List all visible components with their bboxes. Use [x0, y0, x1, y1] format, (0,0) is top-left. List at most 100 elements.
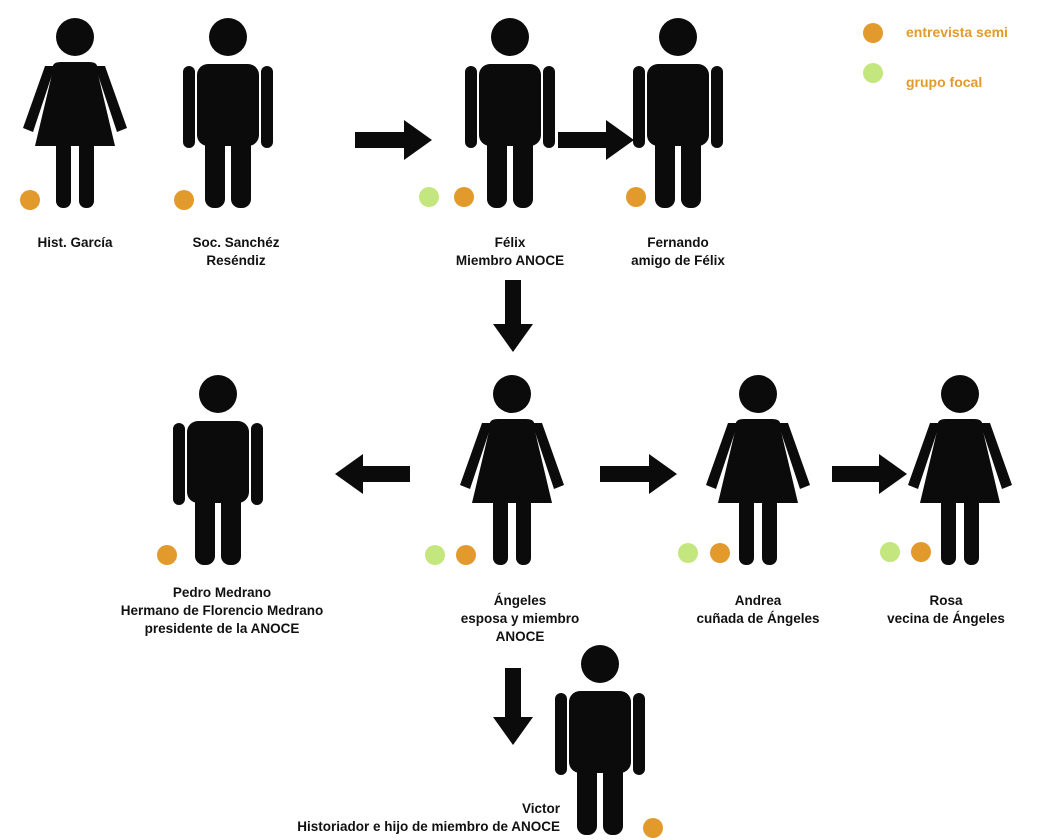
person-label-line: Reséndiz: [206, 253, 266, 268]
head: [941, 375, 979, 413]
right-arm: [778, 423, 810, 489]
arrow-angeles-to-andrea: [600, 454, 677, 494]
arrow-angeles-to-victor: [493, 668, 533, 745]
dots-layer: [20, 187, 931, 838]
legend-focus_group-label: grupo focal: [906, 74, 983, 90]
person-label-line: ANOCE: [495, 629, 545, 644]
person-victor-male-icon: [555, 645, 645, 835]
legend: [863, 23, 883, 83]
dress: [35, 62, 115, 146]
person-label-line: esposa y miembro: [460, 611, 580, 626]
head: [491, 18, 529, 56]
head: [493, 375, 531, 413]
person-label-line: amigo de Félix: [631, 253, 725, 268]
right-arm: [95, 66, 127, 132]
person-label-line: Félix: [494, 235, 526, 250]
person-angeles-female-icon: [460, 375, 564, 565]
person-label-line: Hist. García: [37, 235, 113, 250]
arrows-layer: [335, 120, 907, 745]
left-leg: [577, 763, 597, 835]
torso: [479, 64, 541, 146]
dress: [718, 419, 798, 503]
right-arm: [633, 693, 645, 775]
right-leg: [513, 136, 533, 208]
right-arm: [980, 423, 1012, 489]
person-label-line: Andrea: [734, 593, 782, 608]
left-arm: [460, 423, 492, 489]
left-arm: [633, 66, 645, 148]
figures-layer: [23, 18, 1012, 835]
person-label-line: Victor: [521, 801, 560, 816]
left-arm: [23, 66, 55, 132]
person-garcia-female-icon: [23, 18, 127, 208]
right-leg: [221, 493, 241, 565]
person-label-line: Hermano de Florencio Medrano: [120, 603, 324, 618]
right-arm: [711, 66, 723, 148]
head: [739, 375, 777, 413]
right-leg: [79, 140, 94, 208]
left-leg: [739, 497, 754, 565]
head: [659, 18, 697, 56]
right-leg: [516, 497, 531, 565]
dress: [472, 419, 552, 503]
legend-interview-dot: [863, 23, 883, 43]
person-label-line: presidente de la ANOCE: [144, 621, 300, 636]
person-andrea-female-icon: [706, 375, 810, 565]
person-felix-male-icon: [465, 18, 555, 208]
person-pedro-male-icon: [173, 375, 263, 565]
interview-dot-felix: [454, 187, 474, 207]
left-arm: [465, 66, 477, 148]
focus-group-dot-rosa: [880, 542, 900, 562]
right-arm: [261, 66, 273, 148]
right-arm: [251, 423, 263, 505]
right-leg: [681, 136, 701, 208]
interview-dot-rosa: [911, 542, 931, 562]
interview-dot-sanchez: [174, 190, 194, 210]
arrow-felix-to-fernando: [558, 120, 634, 160]
right-arm: [532, 423, 564, 489]
arrow-andrea-to-rosa: [832, 454, 907, 494]
person-label-line: Miembro ANOCE: [455, 253, 565, 268]
left-arm: [183, 66, 195, 148]
focus-group-dot-andrea: [678, 543, 698, 563]
left-arm: [908, 423, 940, 489]
left-arm: [173, 423, 185, 505]
interview-dot-angeles: [456, 545, 476, 565]
person-label-line: Soc. Sanchéz: [192, 235, 280, 250]
interview-dot-garcia: [20, 190, 40, 210]
head: [581, 645, 619, 683]
left-leg: [56, 140, 71, 208]
left-arm: [555, 693, 567, 775]
person-label-garcia: Hist. García: [37, 234, 112, 252]
right-leg: [231, 136, 251, 208]
person-sanchez-male-icon: [183, 18, 273, 208]
legend-interview-label: entrevista semi: [906, 24, 1008, 40]
person-fernando-male-icon: [633, 18, 723, 208]
person-label-line: Ángeles: [493, 593, 547, 608]
interview-dot-victor: [643, 818, 663, 838]
left-leg: [655, 136, 675, 208]
arrow-sanchez-to-felix: [355, 120, 432, 160]
focus-group-dot-felix: [419, 187, 439, 207]
focus-group-dot-angeles: [425, 545, 445, 565]
torso: [197, 64, 259, 146]
interview-dot-pedro: [157, 545, 177, 565]
legend-focus_group-dot: [863, 63, 883, 83]
arrow-angeles-to-pedro: [335, 454, 410, 494]
left-leg: [205, 136, 225, 208]
arrow-felix-to-angeles: [493, 280, 533, 352]
head: [199, 375, 237, 413]
left-leg: [493, 497, 508, 565]
dress: [920, 419, 1000, 503]
interview-dot-fernando: [626, 187, 646, 207]
person-label-line: Pedro Medrano: [172, 585, 272, 600]
head: [209, 18, 247, 56]
